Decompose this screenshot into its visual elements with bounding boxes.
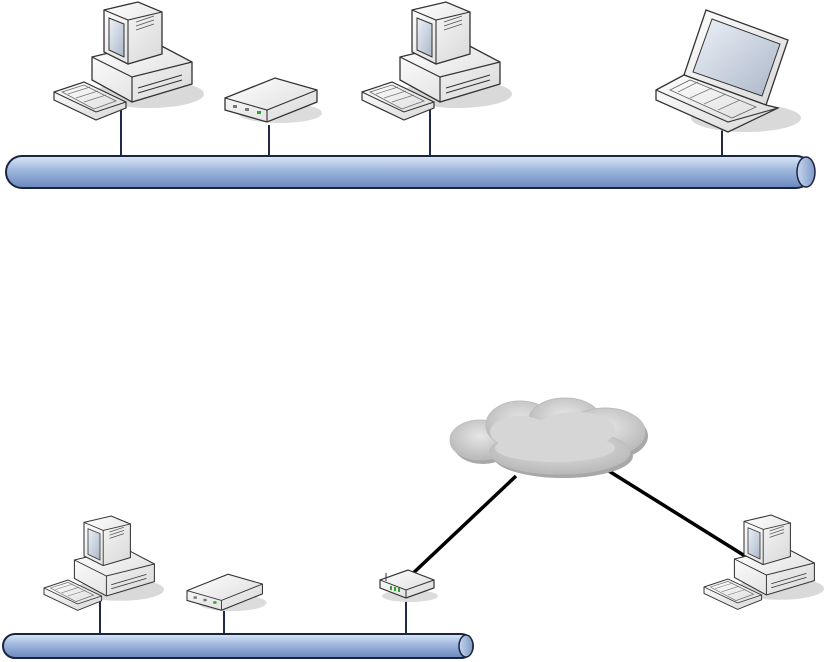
wan-link bbox=[596, 463, 745, 556]
modem-icon bbox=[225, 78, 322, 123]
router-icon bbox=[380, 570, 438, 602]
desktop-computer-icon bbox=[362, 2, 512, 120]
desktop-computer-icon bbox=[54, 2, 204, 120]
top-network bbox=[6, 2, 815, 188]
laptop-icon bbox=[656, 10, 801, 132]
wan-link bbox=[408, 476, 516, 578]
bottom-network bbox=[3, 398, 824, 658]
modem-icon bbox=[187, 574, 267, 611]
desktop-computer-icon bbox=[704, 515, 824, 609]
cloud-icon bbox=[450, 398, 648, 478]
desktop-computer-icon bbox=[44, 516, 164, 610]
ethernet-bus bbox=[6, 156, 815, 188]
ethernet-bus bbox=[3, 634, 473, 658]
